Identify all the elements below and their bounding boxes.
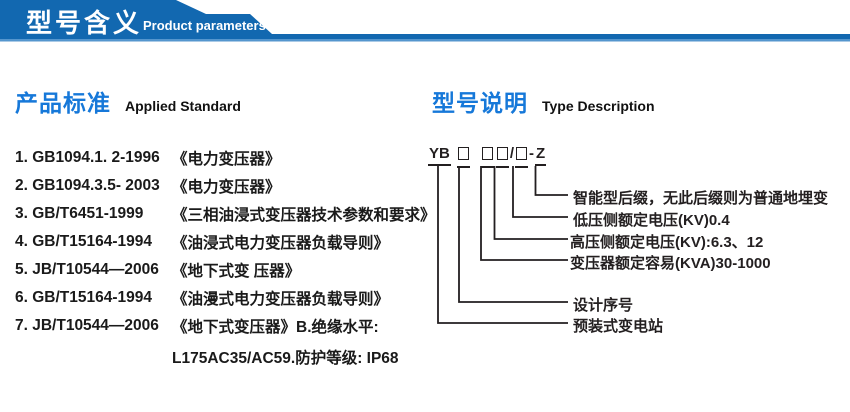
applied-standard-heading-cn: 产品标准 [15,90,111,116]
model-code-slash: / [509,145,515,162]
standards-list: 1. GB1094.1. 2-1996 《电力变压器》 2. GB1094.3.… [15,144,445,340]
header-banner [0,0,850,42]
diagram-label-design-serial: 设计序号 [573,297,634,314]
model-code-box [456,146,470,168]
list-item: 7. JB/T10544—2006 《地下式变压器》B.绝缘水平: [15,312,445,340]
standard-title: 《地下式变 压器》 [172,263,301,280]
diagram-label-capacity: 变压器额定容易(KVA)30-1000 [570,255,771,272]
standard-code: 1. GB1094.1. 2-1996 [15,149,160,166]
standard-code: 6. GB/T15164-1994 [15,289,153,306]
standard-title: 《三相油浸式变压器技术参数和要求》 [172,207,436,224]
model-code-connectors [437,166,568,324]
standard-code: 4. GB/T15164-1994 [15,233,153,250]
list-item: 6. GB/T15164-1994 《油漫式电力变压器负载导则》 [15,284,445,312]
diagram-label-lv-voltage: 低压侧额定电压(KV)0.4 [573,212,730,229]
list-item: 2. GB1094.3.5- 2003 《电力变压器》 [15,172,445,200]
standard-continuation: L175AC35/AC59.防护等级: IP68 [172,350,399,367]
standard-title: 《地下式变压器》B.绝缘水平: [172,319,379,336]
model-code-suffix: Z [535,146,547,166]
standard-code: 2. GB1094.3.5- 2003 [15,177,160,194]
list-item: 5. JB/T10544—2006 《地下式变 压器》 [15,256,445,284]
standard-title: 《电力变压器》 [172,179,281,196]
type-description-heading: 型号说明 Type Description [432,84,655,118]
model-code-box [515,146,529,168]
diagram-label-hv-voltage: 高压侧额定电压(KV):6.3、12 [570,234,764,251]
list-item: 3. GB/T6451-1999 《三相油浸式变压器技术参数和要求》 [15,200,445,228]
applied-standard-heading-en: Applied Standard [125,98,241,114]
applied-standard-heading: 产品标准 Applied Standard [15,84,241,118]
standard-title: 《油浸式电力变压器负载导则》 [172,235,390,252]
list-item: 4. GB/T15164-1994 《油浸式电力变压器负载导则》 [15,228,445,256]
model-code-box [495,146,509,168]
type-description-heading-en: Type Description [542,98,655,114]
diagram-label-smart-suffix: 智能型后缀，无此后缀则为普通地埋变 [573,190,829,207]
standard-code: 7. JB/T10544—2006 [15,317,159,334]
diagram-label-prefab-substation: 预装式变电站 [573,318,664,335]
list-item: 1. GB1094.1. 2-1996 《电力变压器》 [15,144,445,172]
model-code-prefix: YB [428,146,451,166]
type-description-heading-cn: 型号说明 [432,90,528,116]
standard-code: 5. JB/T10544—2006 [15,261,159,278]
standard-title: 《油漫式电力变压器负载导则》 [172,291,390,308]
model-code-box [480,146,494,168]
model-code: YB / - Z [428,145,547,168]
model-code-dash: - [529,145,535,162]
standard-title: 《电力变压器》 [172,151,281,168]
standard-code: 3. GB/T6451-1999 [15,205,144,222]
page-subtitle: Product parameters [143,18,266,33]
page-title: 型号含义 [26,8,143,38]
